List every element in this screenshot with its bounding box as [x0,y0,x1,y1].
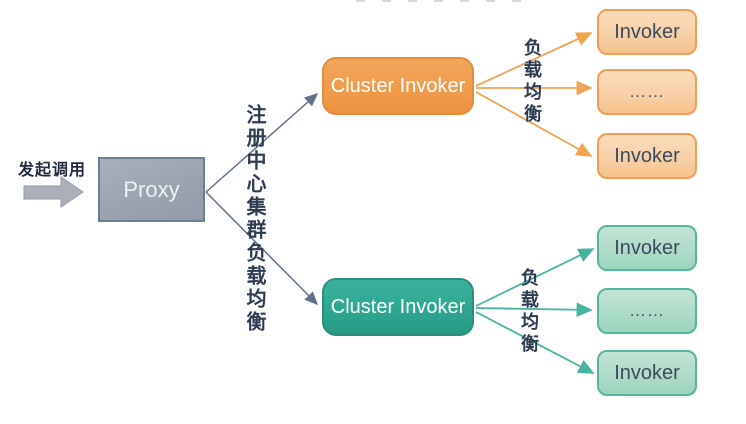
invoker-label: Invoker [614,361,680,384]
registry-label: 注册中心集群负载均衡 [243,104,265,334]
cluster-invoker-top-node: Cluster Invoker [322,57,474,115]
call-arrow-icon [23,176,84,208]
load-balance-label-top: 负载均衡 [522,38,542,126]
cluster-invoker-top-label: Cluster Invoker [330,74,466,97]
invoker-label: Invoker [614,236,680,259]
invoker-node-bottom-1: Invoker [597,225,697,271]
invoker-node-bottom-2: Invoker [597,350,697,396]
proxy-node: Proxy [98,157,205,222]
invoker-node-top-2: Invoker [597,133,697,179]
caller-label: 发起调用 [18,162,87,179]
cluster-invoker-bottom-node: Cluster Invoker [322,278,474,336]
teal-fanout-arrows [475,248,595,374]
invoker-label: Invoker [614,20,680,43]
invoker-label: Invoker [614,144,680,167]
load-balance-label-bottom: 负载均衡 [519,268,539,356]
invoker-node-top-1: Invoker [597,9,697,55]
ellipsis-label: …… [629,82,665,101]
ellipsis-label: …… [629,301,665,320]
orange-fanout-arrows [475,32,593,157]
proxy-to-cluster-arrows [205,93,319,306]
proxy-label: Proxy [123,176,180,202]
cluster-invoker-bottom-label: Cluster Invoker [330,295,466,318]
cropped-title-fragment [356,0,526,2]
invoker-node-top-ellipsis: …… [597,69,697,115]
invoker-node-bottom-ellipsis: …… [597,288,697,334]
